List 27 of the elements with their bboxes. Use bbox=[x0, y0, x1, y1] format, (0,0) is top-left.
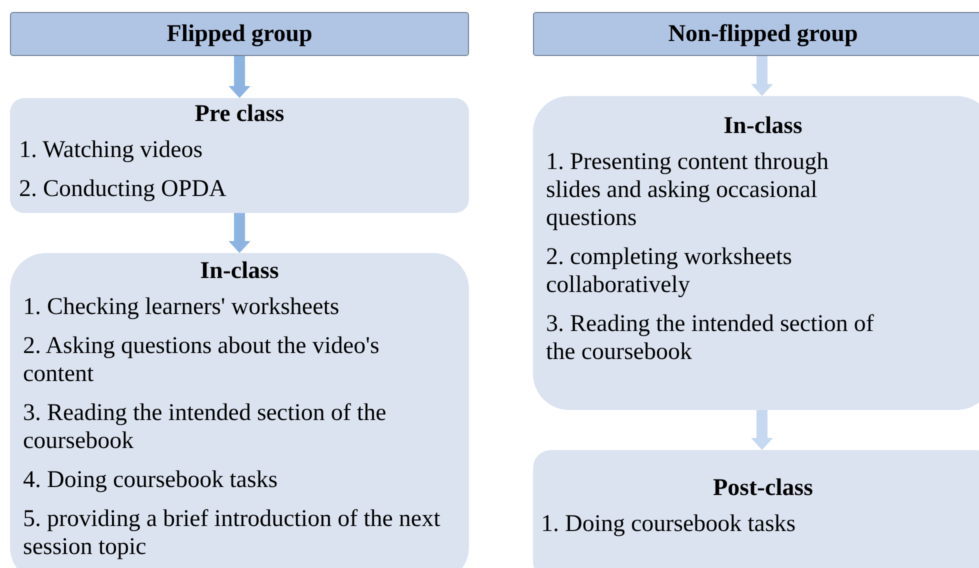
list-item: 1. Checking learners' worksheets bbox=[23, 293, 340, 321]
list-item: 1. Doing coursebook tasks bbox=[541, 510, 797, 538]
list-item: 3. Reading the intended section of the coursebook bbox=[546, 310, 875, 366]
list-item: 1. Presenting content through slides and asking occasional questions bbox=[546, 148, 830, 232]
stage-box bbox=[533, 96, 979, 410]
list-item: 2. completing worksheets collaboratively bbox=[546, 243, 793, 299]
list-item: 4. Doing coursebook tasks bbox=[23, 466, 279, 494]
group-title: Flipped group bbox=[166, 20, 312, 48]
stage-box bbox=[10, 253, 469, 568]
block-arrow bbox=[228, 213, 250, 253]
group-title: Non-flipped group bbox=[668, 20, 858, 48]
list-item: 3. Reading the intended section of the coursebook bbox=[23, 399, 388, 455]
stage-heading: In-class bbox=[200, 257, 279, 285]
stage-heading: In-class bbox=[724, 112, 802, 140]
list-item: 2. Asking questions about the video's content bbox=[23, 332, 380, 388]
group-header-box bbox=[533, 12, 979, 56]
list-item: 1. Watching videos bbox=[19, 136, 204, 164]
block-arrow bbox=[228, 56, 250, 98]
stage-heading: Pre class bbox=[194, 100, 284, 128]
stage-heading: Post-class bbox=[713, 474, 813, 502]
block-arrow bbox=[751, 56, 773, 96]
stage-box bbox=[533, 450, 979, 568]
block-arrow bbox=[751, 410, 773, 450]
list-item: 2. Conducting OPDA bbox=[19, 175, 228, 203]
group-header-box bbox=[10, 12, 469, 56]
stage-box bbox=[10, 98, 469, 213]
list-item: 5. providing a brief introduction of the next session topic bbox=[23, 505, 442, 561]
